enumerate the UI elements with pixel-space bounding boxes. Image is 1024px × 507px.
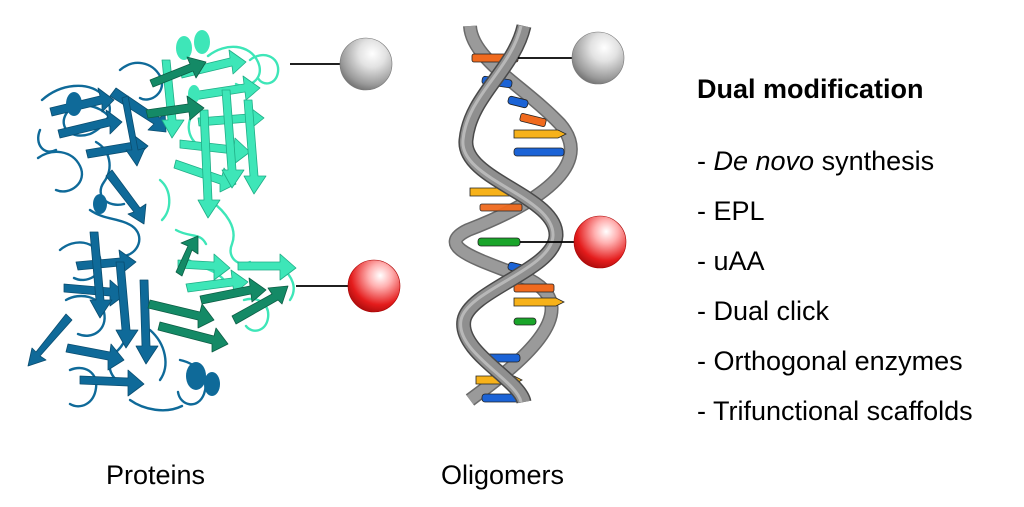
gray-sphere-icon	[571, 31, 625, 85]
method-item: - Dual click	[697, 296, 830, 326]
oligomers-caption: Oligomers	[441, 460, 565, 490]
red-sphere-icon	[347, 259, 401, 313]
proteins-caption: Proteins	[106, 460, 206, 490]
method-item: - Trifunctional scaffolds	[697, 396, 973, 426]
method-item: - Orthogonal enzymes	[697, 346, 963, 376]
method-item: - De novo synthesis	[697, 146, 935, 176]
panel-title: Dual modification	[697, 74, 924, 104]
protein-ribbon-icon	[27, 30, 297, 412]
dna-double-helix-icon	[448, 23, 578, 406]
red-sphere-icon	[573, 215, 627, 269]
method-item: - uAA	[697, 246, 765, 276]
gray-sphere-icon	[339, 37, 393, 91]
method-item: - EPL	[697, 196, 765, 226]
